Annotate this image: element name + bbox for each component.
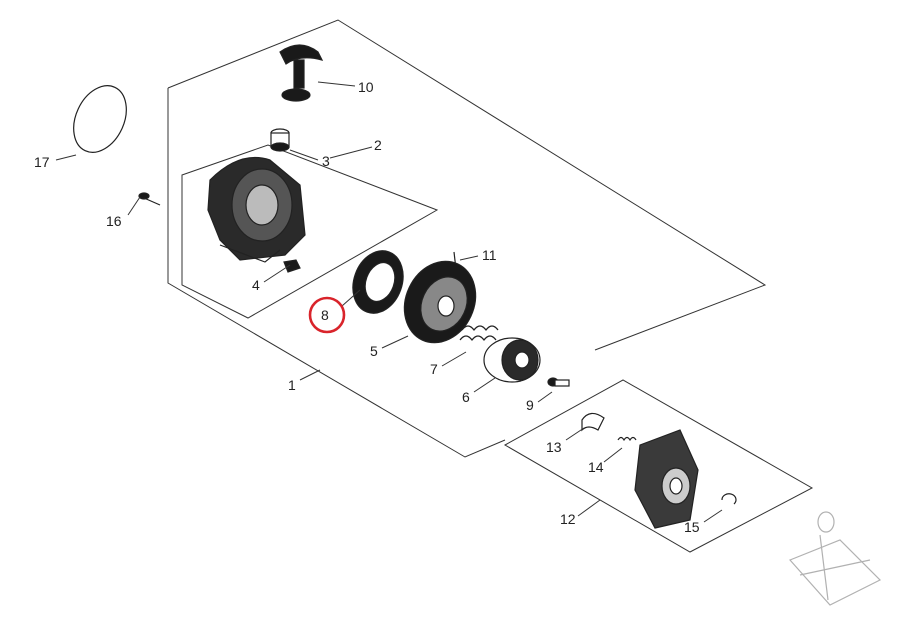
callout-3[interactable]: 3 — [322, 153, 330, 169]
callout-11[interactable]: 11 — [482, 247, 497, 263]
part-8-spring — [352, 250, 404, 314]
part-9-bolt — [547, 377, 570, 387]
callout-16[interactable]: 16 — [106, 213, 122, 229]
part-5-pulley — [403, 260, 477, 344]
assembly-outline-12 — [503, 379, 814, 553]
part-4-nut — [283, 259, 301, 273]
highlight-callout-8 — [308, 296, 346, 334]
callout-12[interactable]: 12 — [560, 511, 576, 527]
crankshaft-background — [788, 511, 882, 606]
callout-14[interactable]: 14 — [588, 459, 604, 475]
callout-6[interactable]: 6 — [462, 389, 470, 405]
callout-9[interactable]: 9 — [526, 397, 534, 413]
part-2-starter-housing — [207, 156, 306, 263]
callout-13[interactable]: 13 — [546, 439, 562, 455]
callout-4[interactable]: 4 — [252, 277, 260, 293]
callout-7[interactable]: 7 — [430, 361, 438, 377]
part-3-bushing — [270, 128, 290, 152]
part-6-ratchet — [483, 337, 541, 383]
callout-8[interactable]: 8 — [321, 307, 329, 323]
part-7-spring — [459, 325, 499, 341]
assembly-outline-2 — [181, 144, 439, 319]
callout-1[interactable]: 1 — [288, 377, 296, 393]
callout-15[interactable]: 15 — [684, 519, 700, 535]
callout-10[interactable]: 10 — [358, 79, 374, 95]
callout-2[interactable]: 2 — [374, 137, 382, 153]
callout-17[interactable]: 17 — [34, 154, 50, 170]
part-15-clip — [721, 493, 737, 505]
part-16-screw — [138, 192, 161, 206]
part-13-pawl — [581, 412, 605, 432]
assembly-outline-1 — [167, 19, 767, 458]
part-14-spring — [617, 436, 637, 442]
part-12-cover — [634, 429, 699, 529]
callout-5[interactable]: 5 — [370, 343, 378, 359]
part-17-gasket — [73, 85, 127, 153]
leader-lines — [55, 81, 723, 523]
part-10-handle — [279, 44, 324, 102]
